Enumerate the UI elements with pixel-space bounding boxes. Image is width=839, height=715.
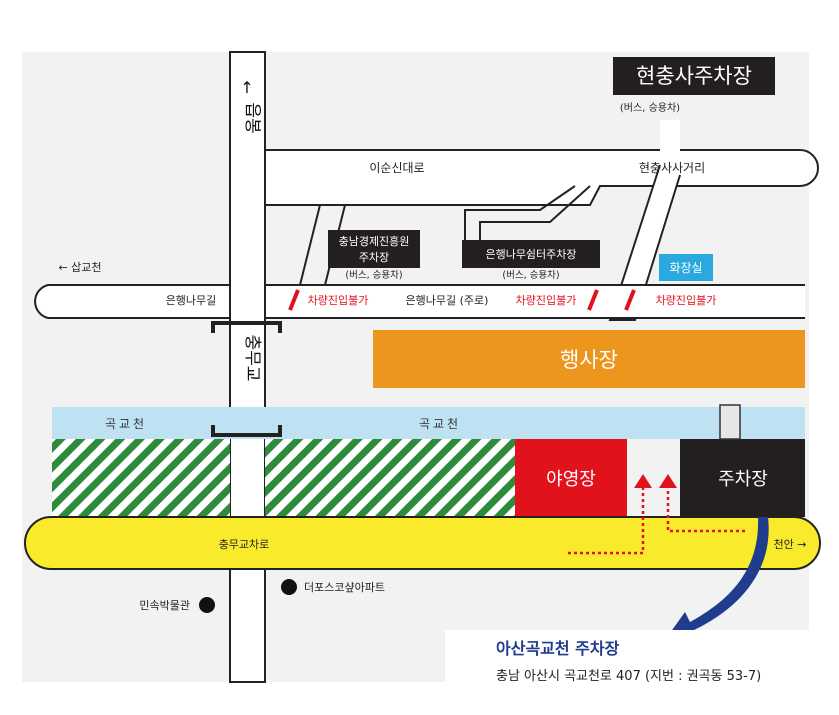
- route-arrowhead-left: [634, 474, 652, 488]
- parking-label: 주차장: [718, 469, 768, 490]
- ginkgo-rest-parking-box: [462, 240, 600, 268]
- chungnam-parking-sub: (버스, 승용차): [345, 269, 402, 281]
- route-dash-left: [568, 485, 645, 555]
- hyeonchungsa-parking-label: 현충사주차장: [636, 64, 752, 88]
- chungmugyo-road: [24, 516, 821, 570]
- hyeonchungsa-parking-sub: (버스, 승용차): [620, 102, 680, 114]
- eumbong-arrow: ↑: [240, 78, 253, 97]
- route-dash-right: [666, 485, 745, 533]
- hyeonchungsa-diagonal-road: [608, 164, 681, 321]
- bridge-bracket-bottom: [211, 425, 282, 437]
- depos-apt-point: [281, 579, 297, 595]
- destination-address: 충남 아산시 곡교천로 407 (지번 : 권곡동 53-7): [496, 669, 761, 684]
- chungmugyo-label: 충무교: [242, 335, 262, 382]
- ginkgo-road: [34, 284, 805, 319]
- chungnam-parking-label-2: 주차장: [359, 251, 389, 264]
- restroom-box: [659, 254, 713, 281]
- no-entry-mark-2: [587, 289, 599, 311]
- chungnam-parking-box: [328, 230, 420, 268]
- gokgyocheon-left-label: 곡교천: [105, 416, 147, 431]
- no-entry-mark-1: [288, 289, 300, 311]
- parking-block: [680, 439, 805, 517]
- route-arrowhead-right: [659, 474, 677, 488]
- bridge-post: [719, 404, 741, 440]
- folk-museum-point: [199, 597, 215, 613]
- chungmugyo-road-label: 충무교차로: [219, 538, 270, 551]
- isunsin-road-label: 이순신대로: [369, 161, 424, 175]
- depos-apt-label: 더포스코샾아파트: [304, 581, 385, 594]
- night-market-label: 야영장: [546, 469, 596, 490]
- no-entry-label-1: 차량진입불가: [308, 294, 369, 307]
- green-area-center: [265, 439, 515, 517]
- no-entry-label-3: 차량진입불가: [656, 294, 717, 307]
- bridge-bracket-top: [211, 321, 282, 333]
- gokgyocheon-river: [52, 407, 805, 439]
- event-venue-label: 행사장: [560, 348, 618, 372]
- hyeonchungsa-parking-box: [613, 57, 775, 95]
- no-entry-mark-3: [624, 289, 636, 311]
- sapgyocheon-label: ← 삽교천: [58, 260, 101, 274]
- destination-title: 아산곡교천 주차장: [496, 639, 620, 658]
- no-entry-label-2: 차량진입불가: [516, 294, 577, 307]
- green-area-left: [52, 439, 230, 517]
- chungnam-parking-label-1: 충남경제진흥원: [339, 234, 410, 248]
- restroom-label: 화장실: [669, 261, 702, 275]
- cheonan-label: 천안 →: [774, 537, 807, 551]
- ginkgo-rest-parking-label: 은행나무쉼터주차장: [485, 248, 576, 261]
- ginkgo-road-main-label: 은행나무길 (주로): [406, 294, 489, 307]
- ginkgo-road-left-label: 은행나무길: [166, 294, 217, 307]
- upper-diagonal-road: [479, 185, 591, 245]
- night-market-block: [515, 439, 627, 517]
- eumbong-label: 읍봉: [242, 102, 262, 133]
- destination-panel: [445, 630, 839, 715]
- hyeonchungsa-intersection-label: 현충사사거리: [639, 161, 705, 175]
- event-venue-block: [373, 330, 805, 388]
- gokgyocheon-center-label: 곡교천: [419, 416, 461, 431]
- folk-museum-label: 민속박물관: [139, 599, 190, 612]
- destination-arrow: [665, 517, 769, 640]
- ginkgo-rest-parking-sub: (버스, 승용차): [502, 269, 559, 281]
